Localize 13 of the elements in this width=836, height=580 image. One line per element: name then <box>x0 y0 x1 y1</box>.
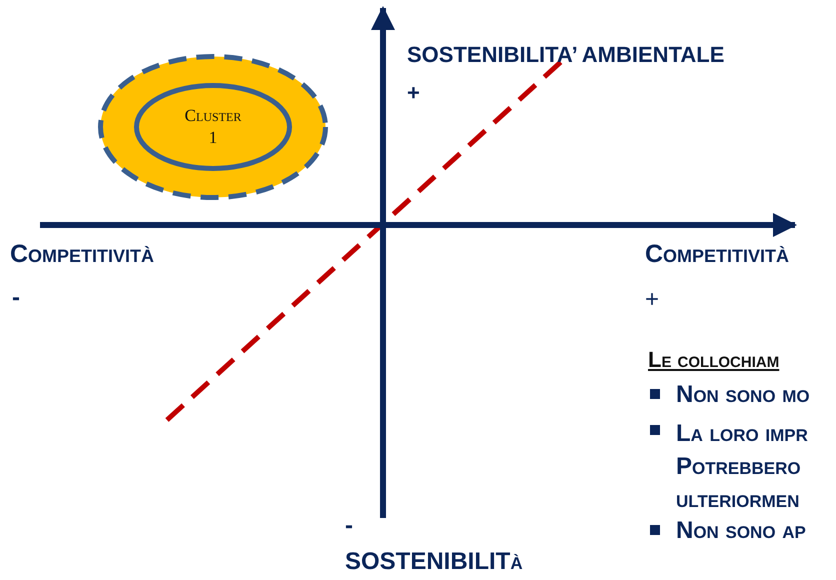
axis-label: SOSTENIBILITà <box>345 548 523 576</box>
axis-label: Competitività <box>10 240 154 269</box>
plus-sign: + <box>407 80 420 106</box>
bullet-text: Non sono ap <box>676 517 806 545</box>
minus-sign: - <box>12 284 20 312</box>
axis-label: SOSTENIBILITA’ AMBIENTALE <box>407 42 724 68</box>
bullet-text: Non sono mo <box>676 381 810 409</box>
axis-label: Competitività <box>645 240 790 269</box>
bullet-text: La loro impr Potrebbero ulteriormen <box>676 419 809 515</box>
minus-sign: - <box>345 512 353 540</box>
cluster-label: Cluster 1 <box>184 104 242 149</box>
section-heading: Le collochiam <box>648 347 780 372</box>
plus-sign: + <box>645 286 660 314</box>
